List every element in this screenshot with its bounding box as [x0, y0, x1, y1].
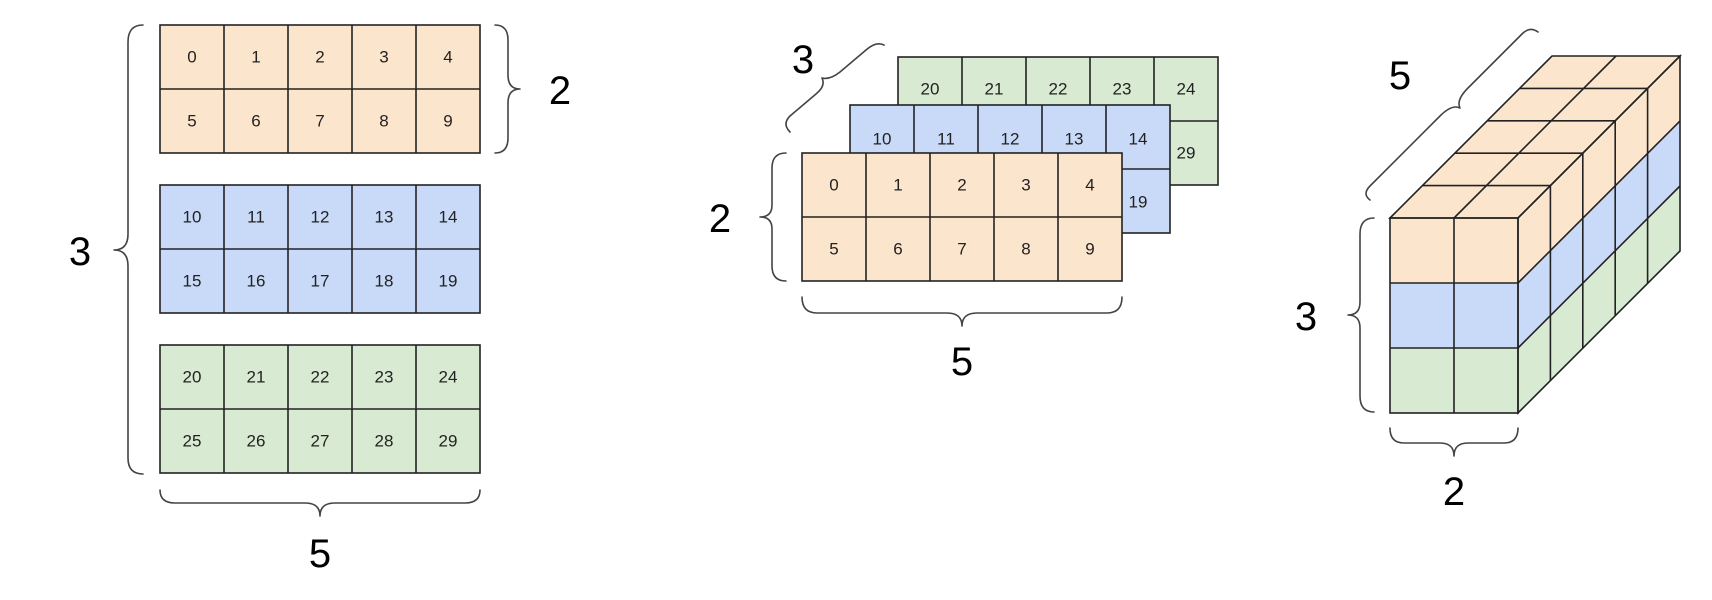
- cell-label: 8: [379, 112, 388, 131]
- cell-label: 0: [829, 176, 838, 195]
- right-brace-depth: [1365, 28, 1539, 201]
- left-brace-layers: [113, 24, 144, 475]
- right-panel: 5 3 2: [1295, 28, 1682, 514]
- cell-label: 11: [937, 130, 955, 149]
- cell-label: 23: [375, 368, 394, 387]
- right-brace-height: [1347, 217, 1375, 413]
- left-brace-rows: [494, 24, 521, 154]
- middle-rows-dimension-label: 2: [709, 197, 731, 241]
- cell-label: 27: [311, 432, 330, 451]
- cell-label: 22: [311, 368, 330, 387]
- cell-label: 29: [1177, 144, 1196, 163]
- cell-label: 2: [315, 48, 324, 67]
- cell-label: 24: [439, 368, 458, 387]
- left-layer-0: 0 1 2 3 4 5 6 7 8 9: [159, 24, 481, 154]
- middle-brace-depth: [785, 43, 885, 133]
- cell-label: 7: [315, 112, 324, 131]
- cell-label: 19: [1129, 193, 1148, 212]
- cell-label: 29: [439, 432, 458, 451]
- cell-label: 22: [1049, 80, 1068, 99]
- cell-label: 5: [187, 112, 196, 131]
- cell-label: 7: [957, 240, 966, 259]
- cell-label: 10: [873, 130, 892, 149]
- left-rows-dimension-label: 2: [549, 69, 571, 113]
- middle-brace-rows: [759, 152, 787, 282]
- cell-label: 25: [183, 432, 202, 451]
- cell-label: 3: [379, 48, 388, 67]
- middle-front-layer: 0 1 2 3 4 5 6 7 8 9: [801, 152, 1123, 282]
- middle-panel: 20 21 22 23 24 29 10 11 12 13 14 19: [709, 38, 1219, 384]
- left-layer-1: 10 11 12 13 14 15 16 17 18 19: [159, 184, 481, 314]
- cell-label: 11: [247, 208, 265, 227]
- left-cols-dimension-label: 5: [309, 532, 331, 576]
- cell-label: 6: [893, 240, 902, 259]
- cell-label: 1: [251, 48, 260, 67]
- cell-label: 10: [183, 208, 202, 227]
- right-brace-width: [1389, 427, 1519, 457]
- cell-label: 21: [247, 368, 266, 387]
- cell-label: 16: [247, 272, 266, 291]
- cell-label: 13: [375, 208, 394, 227]
- left-layer-2: 20 21 22 23 24 25 26 27 28 29: [159, 344, 481, 474]
- cell-label: 12: [311, 208, 330, 227]
- cell-label: 26: [247, 432, 266, 451]
- block-side-face-band: [1518, 121, 1680, 348]
- block-side-face-band: [1518, 186, 1680, 413]
- cell-label: 3: [1021, 176, 1030, 195]
- cell-label: 0: [187, 48, 196, 67]
- middle-brace-cols: [801, 296, 1123, 327]
- cell-label: 28: [375, 432, 394, 451]
- cell-label: 2: [957, 176, 966, 195]
- left-brace-cols: [159, 489, 481, 517]
- cell-label: 24: [1177, 80, 1196, 99]
- cell-label: 21: [985, 80, 1004, 99]
- cell-label: 14: [1129, 130, 1148, 149]
- cell-label: 6: [251, 112, 260, 131]
- left-layers-dimension-label: 3: [69, 230, 91, 274]
- cell-label: 1: [893, 176, 902, 195]
- grid-line: [1517, 120, 1681, 284]
- cell-label: 8: [1021, 240, 1030, 259]
- cell-label: 4: [443, 48, 452, 67]
- cell-label: 17: [311, 272, 330, 291]
- middle-depth-dimension-label: 3: [792, 38, 814, 82]
- grid-line: [1517, 185, 1681, 349]
- right-width-dimension-label: 2: [1443, 470, 1465, 514]
- cell-label: 13: [1065, 130, 1084, 149]
- cell-label: 14: [439, 208, 458, 227]
- right-depth-dimension-label: 5: [1389, 54, 1411, 98]
- cell-label: 9: [1085, 240, 1094, 259]
- cell-label: 23: [1113, 80, 1132, 99]
- right-height-dimension-label: 3: [1295, 295, 1317, 339]
- cell-label: 15: [183, 272, 202, 291]
- cell-label: 4: [1085, 176, 1094, 195]
- cell-label: 20: [183, 368, 202, 387]
- cell-label: 12: [1001, 130, 1020, 149]
- cell-label: 18: [375, 272, 394, 291]
- cell-label: 20: [921, 80, 940, 99]
- cell-label: 5: [829, 240, 838, 259]
- right-3d-block: [1388, 54, 1682, 415]
- cell-label: 19: [439, 272, 458, 291]
- block-side-face-band: [1518, 56, 1680, 283]
- left-panel: 0 1 2 3 4 5 6 7 8 9 10 11 12 13 14 15 16: [69, 24, 571, 576]
- grid-line: [1453, 55, 1617, 219]
- middle-cols-dimension-label: 5: [951, 340, 973, 384]
- cell-label: 9: [443, 112, 452, 131]
